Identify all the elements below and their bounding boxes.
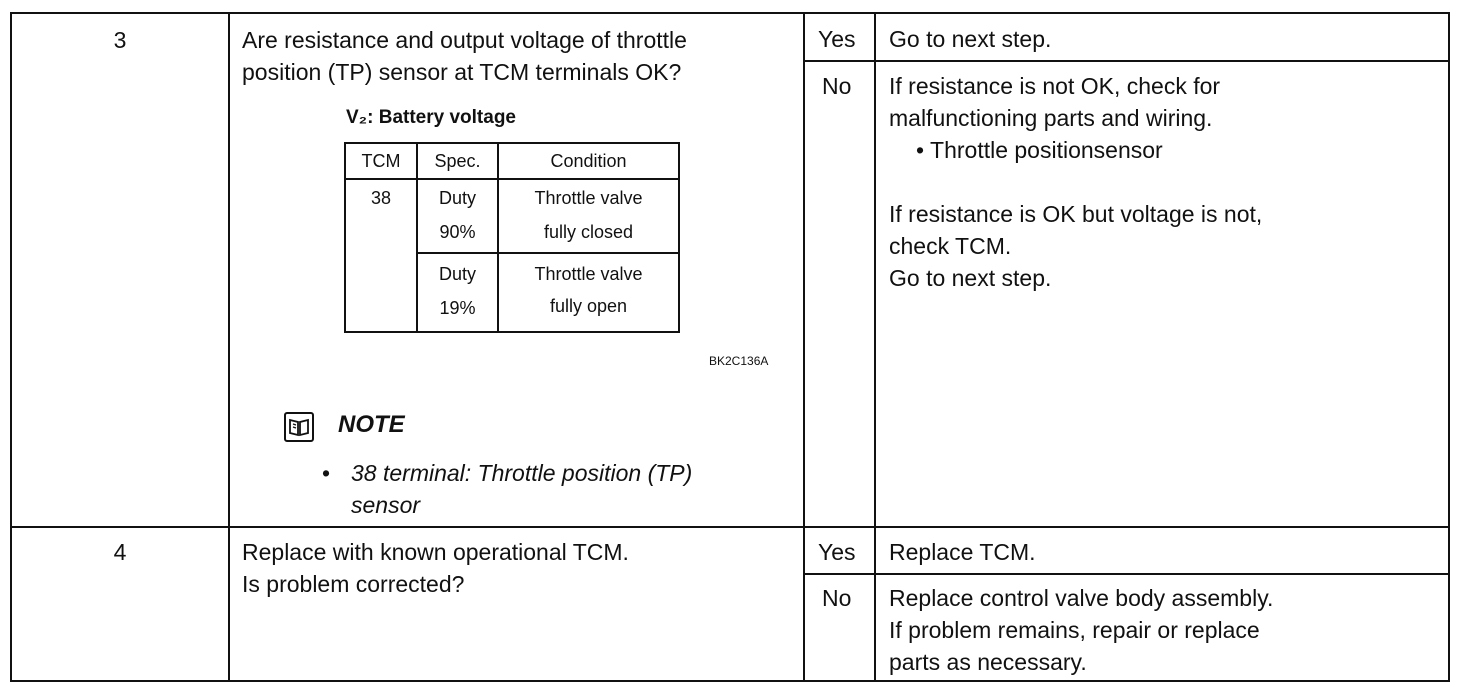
- no-action-line: check TCM.: [889, 233, 1012, 259]
- figure-caption: V₂: Battery voltage: [346, 107, 516, 128]
- step-number: 4: [113, 539, 127, 565]
- no-label: No: [822, 73, 852, 99]
- no-action-line: If problem remains, repair or replace: [889, 617, 1260, 643]
- row-divider: [12, 526, 1450, 528]
- table-cell-condition: fully closed: [543, 222, 634, 242]
- book-icon: [284, 412, 314, 442]
- table-cell-condition: Throttle valve: [534, 264, 643, 284]
- row3-yes-no-divider: [803, 60, 1450, 62]
- yes-label: Yes: [818, 26, 856, 52]
- column-divider-yesno: [874, 14, 876, 682]
- check-question-line: position (TP) sensor at TCM terminals OK…: [242, 59, 682, 85]
- check-question-line: Is problem corrected?: [242, 571, 465, 597]
- table-cell-spec: 90%: [439, 222, 476, 242]
- no-action-line: If resistance is not OK, check for: [889, 73, 1221, 99]
- table-cell-terminal: 38: [370, 188, 392, 208]
- note-title: NOTE: [338, 411, 405, 438]
- no-action-line: Go to next step.: [889, 265, 1052, 291]
- table-header: TCM: [361, 151, 401, 171]
- check-question-line: Replace with known operational TCM.: [242, 539, 629, 565]
- figure-id: BK2C136A: [709, 354, 769, 368]
- yes-action: Replace TCM.: [889, 539, 1036, 565]
- note-line: sensor: [351, 492, 421, 518]
- diagnostic-table: 3 Are resistance and output voltage of t…: [10, 12, 1450, 682]
- check-question-line: Are resistance and output voltage of thr…: [242, 27, 687, 53]
- table-header: Spec.: [434, 151, 481, 171]
- no-action-line: Replace control valve body assembly.: [889, 585, 1274, 611]
- no-action-line: parts as necessary.: [889, 649, 1087, 675]
- yes-label: Yes: [818, 539, 856, 565]
- row4-yes-no-divider: [803, 573, 1450, 575]
- column-divider-check: [803, 14, 805, 682]
- no-label: No: [822, 585, 852, 611]
- no-action-line: If resistance is OK but voltage is not,: [889, 201, 1263, 227]
- table-cell-condition: fully open: [549, 296, 628, 316]
- step-number: 3: [113, 27, 127, 53]
- yes-action: Go to next step.: [889, 26, 1052, 52]
- table-cell-condition: Throttle valve: [534, 188, 643, 208]
- note-bullet: •: [322, 460, 331, 486]
- no-action-line: malfunctioning parts and wiring.: [889, 105, 1213, 131]
- note-line: 38 terminal: Throttle position (TP): [351, 460, 693, 486]
- table-cell-spec: 19%: [439, 298, 476, 318]
- table-cell-spec: Duty: [438, 188, 476, 208]
- column-divider-step: [228, 14, 230, 682]
- table-cell-spec: Duty: [438, 264, 476, 284]
- table-header: Condition: [550, 151, 627, 171]
- terminal-spec-table: TCM Spec. Condition 38 Duty 90% Throttle…: [344, 142, 680, 333]
- no-action-bullet: • Throttle positionsensor: [916, 137, 1163, 163]
